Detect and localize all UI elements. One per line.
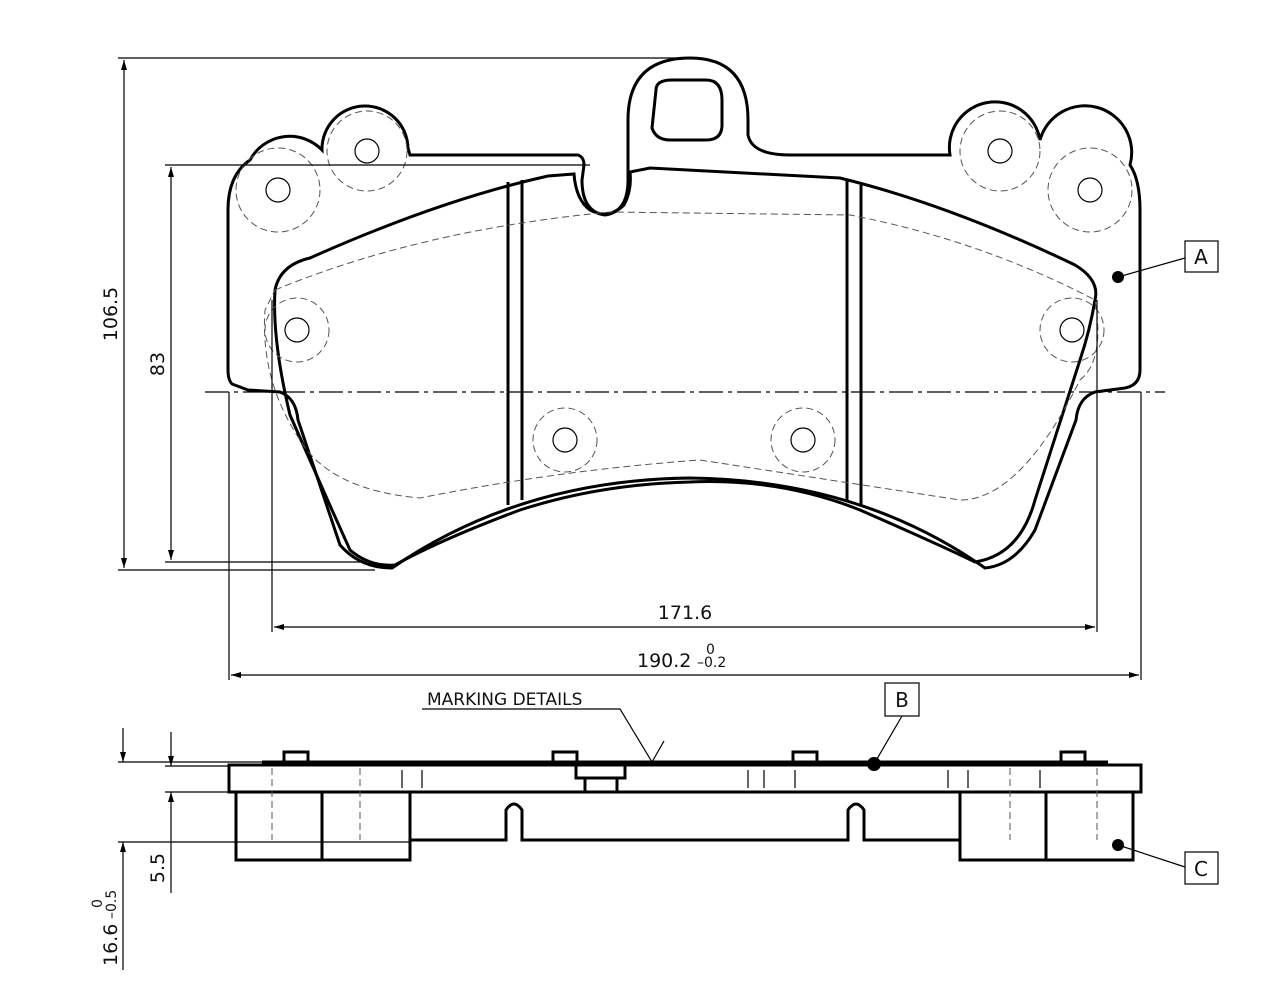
backplate-outline <box>226 56 1142 570</box>
friction-material-outline <box>263 166 1099 567</box>
dim-backplate-thickness: 5.5 <box>147 853 169 883</box>
dim-overall-width-tol-upper: 0 <box>706 642 715 658</box>
dim-total-thickness-tol-upper: 0 <box>90 899 106 908</box>
callout-c: C <box>1112 839 1219 885</box>
svg-text:C: C <box>1194 857 1208 881</box>
dim-overall-width-tol-lower: –0.2 <box>697 655 726 671</box>
thickness-dimensions: 5.5 16.6 0 –0.5 <box>90 728 410 970</box>
side-view <box>227 750 1143 862</box>
dim-total-thickness: 16.6 <box>100 924 122 966</box>
dim-inner-width: 171.6 <box>658 602 712 624</box>
width-dimensions: 171.6 190.2 0 –0.2 <box>228 300 1142 680</box>
callout-b: B <box>867 682 920 771</box>
marking-details-callout: MARKING DETAILS <box>422 690 665 764</box>
svg-text:A: A <box>1194 245 1208 269</box>
mounting-holes <box>235 110 1133 473</box>
svg-text:B: B <box>895 688 909 712</box>
callout-a: A <box>1112 240 1219 283</box>
dim-pad-height: 83 <box>147 352 169 376</box>
dim-overall-width: 190.2 <box>637 650 691 672</box>
dim-overall-height: 106.5 <box>100 287 122 341</box>
dim-total-thickness-tol-lower: –0.5 <box>104 890 120 919</box>
svg-text:MARKING DETAILS: MARKING DETAILS <box>427 690 582 710</box>
height-dimensions: 106.5 83 <box>100 57 690 571</box>
